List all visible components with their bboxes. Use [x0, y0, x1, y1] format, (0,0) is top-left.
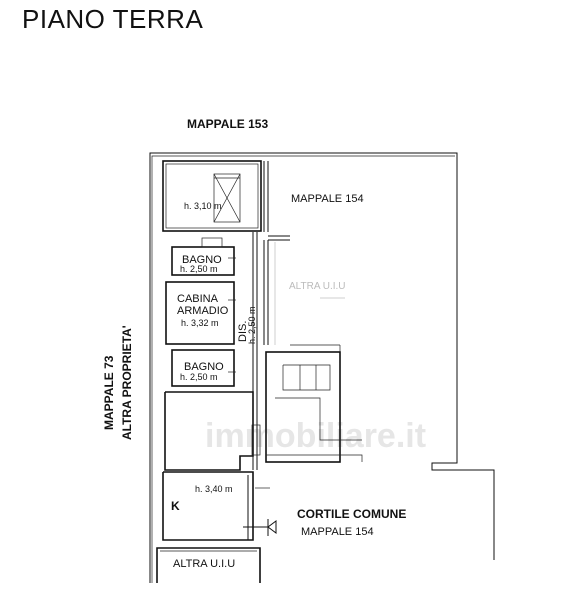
label-west-proprieta: ALTRA PROPRIETA': [120, 325, 134, 440]
dis-name: DIS.: [237, 321, 249, 342]
bagno-1-height: h. 2,50 m: [180, 264, 218, 274]
room-top: h. 3,10 m: [162, 160, 262, 232]
room-middle: [164, 391, 261, 471]
label-cortile-mappale: MAPPALE 154: [301, 526, 374, 538]
room-disimpegno: DIS. h. 2,50 m: [237, 306, 257, 344]
bagno-2-name: BAGNO: [184, 361, 224, 373]
cabina-line-2: ARMADIO: [177, 305, 229, 317]
staircase: [265, 344, 363, 463]
label-west-mappale: MAPPALE 73: [102, 355, 116, 430]
dis-height: h. 2,50 m: [247, 306, 257, 344]
label-cortile-comune: CORTILE COMUNE: [297, 507, 406, 521]
altra-uiu-right-zone: MAPPALE 154 ALTRA U.I.U: [274, 193, 364, 345]
room-cabina-armadio: CABINA ARMADIO h. 3,32 m: [165, 281, 236, 345]
bagno-2-height: h. 2,50 m: [180, 372, 218, 382]
label-mappale-154-top: MAPPALE 154: [291, 193, 364, 205]
watermark: immobiliare.it: [205, 417, 426, 455]
property-outline: [149, 152, 495, 583]
page-title: PIANO TERRA: [22, 4, 203, 34]
room-kitchen: h. 3,40 m K: [162, 471, 270, 541]
bagno-1-name: BAGNO: [182, 254, 222, 266]
kitchen-label: K: [171, 499, 180, 513]
room-bagno-1: BAGNO h. 2,50 m: [171, 237, 236, 276]
room-bagno-2: BAGNO h. 2,50 m: [171, 349, 236, 387]
cabina-height: h. 3,32 m: [181, 318, 219, 328]
top-room-height: h. 3,10 m: [184, 201, 222, 211]
kitchen-height: h. 3,40 m: [195, 484, 233, 494]
label-altra-uiu-bottom: ALTRA U.I.U: [173, 558, 235, 570]
cabina-line-1: CABINA: [177, 293, 219, 305]
label-altra-uiu-right: ALTRA U.I.U: [289, 281, 346, 292]
altra-uiu-bottom-zone: ALTRA U.I.U: [156, 547, 261, 583]
entrance-marker: [243, 519, 277, 536]
label-north-mappale: MAPPALE 153: [187, 117, 268, 131]
